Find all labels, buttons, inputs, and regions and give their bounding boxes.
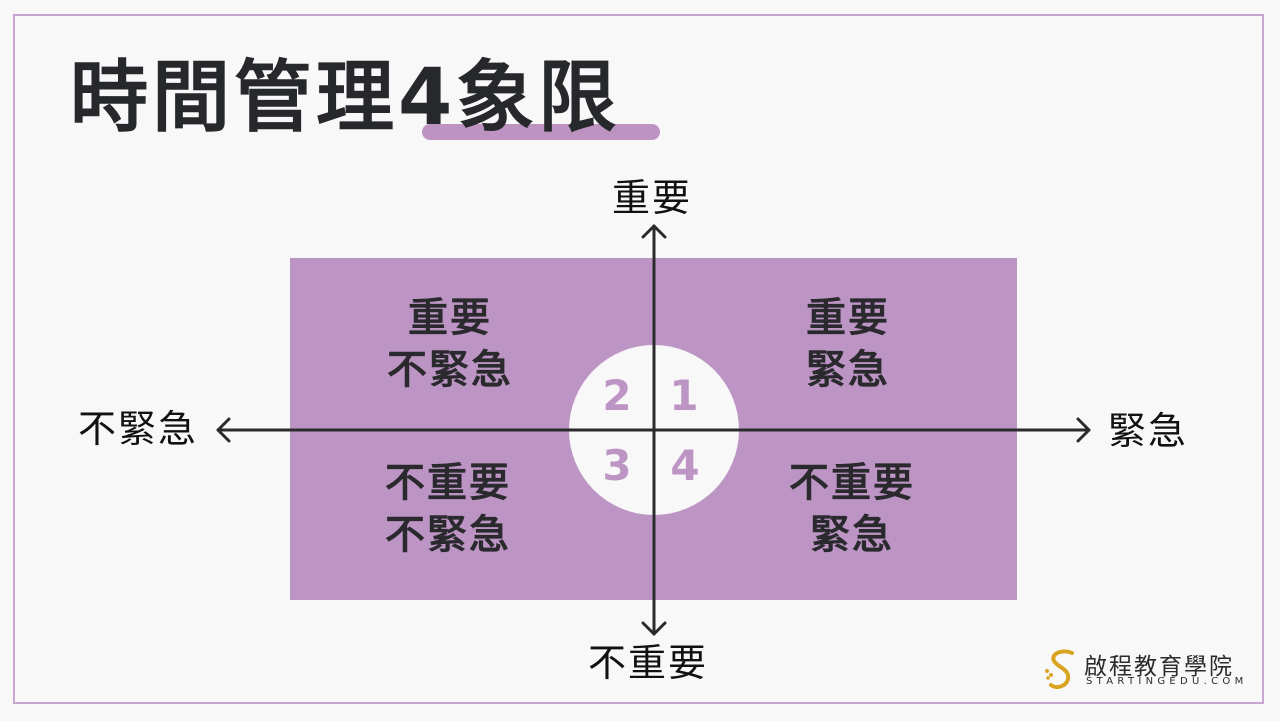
arrow-left-icon (216, 417, 231, 443)
axis-label-not-important: 不重要 (588, 641, 709, 685)
title-underline-highlight (422, 124, 660, 140)
quadrant-4-number: 4 (670, 441, 700, 490)
quadrant-2-label: 重要 不緊急 (360, 292, 540, 396)
axis-label-urgent: 緊急 (1108, 409, 1189, 453)
quadrant-3-line1: 不重要 (385, 460, 511, 506)
page-title: 時間管理4象限 (70, 53, 621, 143)
quadrant-1-line1: 重要 (806, 295, 890, 341)
logo-name-cn: 啟程教育學院 (1084, 654, 1234, 680)
brand-logo: 啟程教育學院 STARTINGEDU.COM (1042, 645, 1243, 695)
quadrant-4-line2: 緊急 (810, 512, 894, 558)
quadrant-1-number: 1 (669, 371, 699, 420)
quadrant-2-line2: 不緊急 (387, 347, 513, 393)
arrow-down-icon (641, 621, 667, 636)
axis-label-important: 重要 (612, 176, 693, 220)
s-swirl-logo-icon (1045, 649, 1074, 689)
arrow-right-icon (1076, 417, 1091, 443)
quadrant-4-line1: 不重要 (789, 460, 915, 506)
arrow-up-icon (641, 224, 667, 239)
logo-domain: STARTINGEDU.COM (1086, 676, 1248, 687)
title-block: 時間管理4象限 (70, 52, 660, 152)
quadrant-2-number: 2 (602, 371, 632, 420)
quadrant-2-line1: 重要 (408, 295, 492, 341)
slide-frame (13, 14, 1264, 704)
quadrant-3-number: 3 (602, 441, 632, 490)
quadrant-1-line2: 緊急 (806, 347, 890, 393)
quadrant-1-label: 重要 緊急 (758, 292, 938, 396)
quadrant-3-line2: 不緊急 (385, 512, 511, 558)
quadrant-4-label: 不重要 緊急 (762, 457, 942, 561)
quadrant-3-label: 不重要 不緊急 (358, 457, 538, 561)
axis-label-not-urgent: 不緊急 (78, 407, 199, 451)
